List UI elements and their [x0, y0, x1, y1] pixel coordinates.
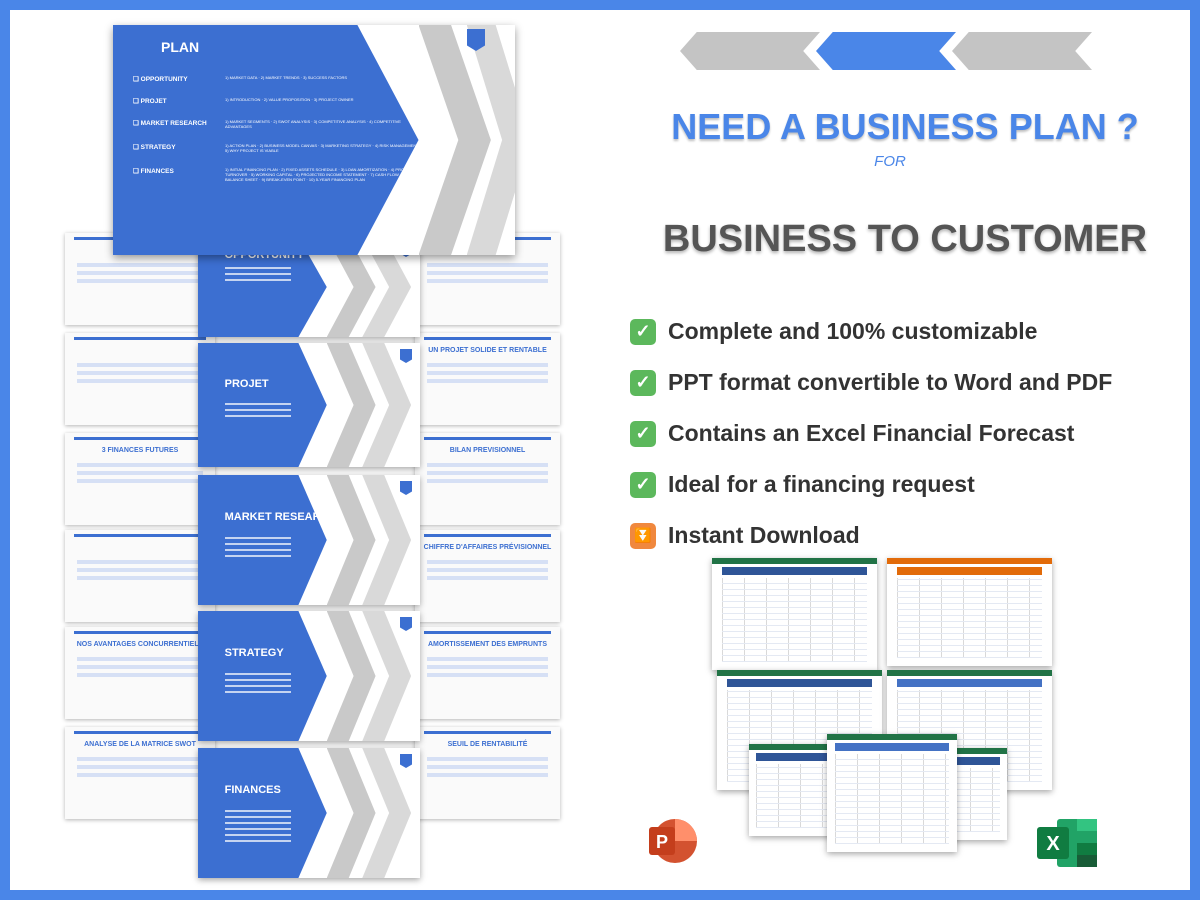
plan-slide: PLAN ❑ OPPORTUNITY 1) MARKET DATA · 2) M… — [113, 25, 515, 255]
powerpoint-logo-icon: P — [649, 819, 697, 863]
feature-item: ✓ PPT format convertible to Word and PDF — [630, 357, 1190, 408]
plan-section: ❑ MARKET RESEARCH 1) MARKET SEGMENTS · 2… — [133, 119, 401, 129]
excel-logo-icon: X — [1037, 819, 1097, 867]
svg-text:X: X — [1046, 833, 1060, 855]
chevron-banner — [680, 32, 1092, 74]
spreadsheet-thumbnail — [712, 558, 877, 670]
headline-audience: BUSINESS TO CUSTOMER — [662, 218, 1148, 260]
feature-text: Contains an Excel Financial Forecast — [668, 420, 1075, 446]
check-mark-icon: ✓ — [630, 471, 656, 498]
left-slide-3: 3 FINANCES FUTURES — [65, 433, 215, 525]
feature-text: Complete and 100% customizable — [668, 318, 1038, 344]
check-mark-icon: ✓ — [630, 318, 656, 345]
right-slide-2: UN PROJET SOLIDE ET RENTABLE — [415, 333, 560, 425]
feature-item: ⏬ Instant Download — [630, 510, 1190, 561]
right-slide-5: AMORTISSEMENT DES EMPRUNTS — [415, 627, 560, 719]
right-slide-3: BILAN PREVISIONNEL — [415, 433, 560, 525]
plan-sections: ❑ OPPORTUNITY 1) MARKET DATA · 2) MARKET… — [133, 75, 423, 196]
section-slide-market-research: MARKET RESEARCH — [198, 475, 420, 605]
feature-list: ✓ Complete and 100% customizable ✓ PPT f… — [630, 306, 1190, 561]
feature-item: ✓ Ideal for a financing request — [630, 459, 1190, 510]
feature-item: ✓ Complete and 100% customizable — [630, 306, 1190, 357]
section-slide-finances: FINANCES — [198, 748, 420, 878]
feature-text: PPT format convertible to Word and PDF — [668, 369, 1113, 395]
section-slide-strategy: STRATEGY — [198, 611, 420, 741]
plan-title: PLAN — [161, 39, 200, 55]
right-slide-4: CHIFFRE D'AFFAIRES PRÉVISIONNEL — [415, 530, 560, 622]
check-mark-icon: ✓ — [630, 420, 656, 447]
feature-text: Ideal for a financing request — [668, 471, 975, 497]
chevron-right-icon — [952, 32, 1092, 70]
plan-section: ❑ FINANCES 1) INITIAL FINANCING PLAN · 2… — [133, 167, 420, 182]
left-slide-5: NOS AVANTAGES CONCURRENTIELS — [65, 627, 215, 719]
section-slide-projet: PROJET — [198, 343, 420, 467]
headline-for: FOR — [874, 153, 906, 170]
svg-text:P: P — [656, 832, 668, 852]
plan-section: ❑ STRATEGY 1) ACTION PLAN · 2) BUSINESS … — [133, 143, 422, 153]
headline-main: NEED A BUSINESS PLAN ? — [671, 106, 1139, 147]
left-slide-6: ANALYSE DE LA MATRICE SWOT — [65, 727, 215, 819]
chevron-center-icon — [816, 32, 956, 70]
left-slide-2 — [65, 333, 215, 425]
check-mark-icon: ✓ — [630, 369, 656, 396]
double-down-arrow-icon: ⏬ — [630, 522, 656, 549]
right-slide-6: SEUIL DE RENTABILITÉ — [415, 727, 560, 819]
plan-section: ❑ PROJET 1) INTRODUCTION · 2) VALUE PROP… — [133, 97, 354, 105]
spreadsheet-collage — [707, 558, 1157, 890]
plan-section: ❑ OPPORTUNITY 1) MARKET DATA · 2) MARKET… — [133, 75, 348, 83]
chevron-left-icon — [680, 32, 820, 70]
feature-item: ✓ Contains an Excel Financial Forecast — [630, 408, 1190, 459]
slides-collage: 3 FINANCES FUTURES NOS AVANTAGES CONCURR… — [55, 15, 575, 890]
spreadsheet-thumbnail — [887, 558, 1052, 666]
left-slide-4 — [65, 530, 215, 622]
spreadsheet-thumbnail — [827, 734, 957, 852]
feature-text: Instant Download — [668, 522, 860, 548]
